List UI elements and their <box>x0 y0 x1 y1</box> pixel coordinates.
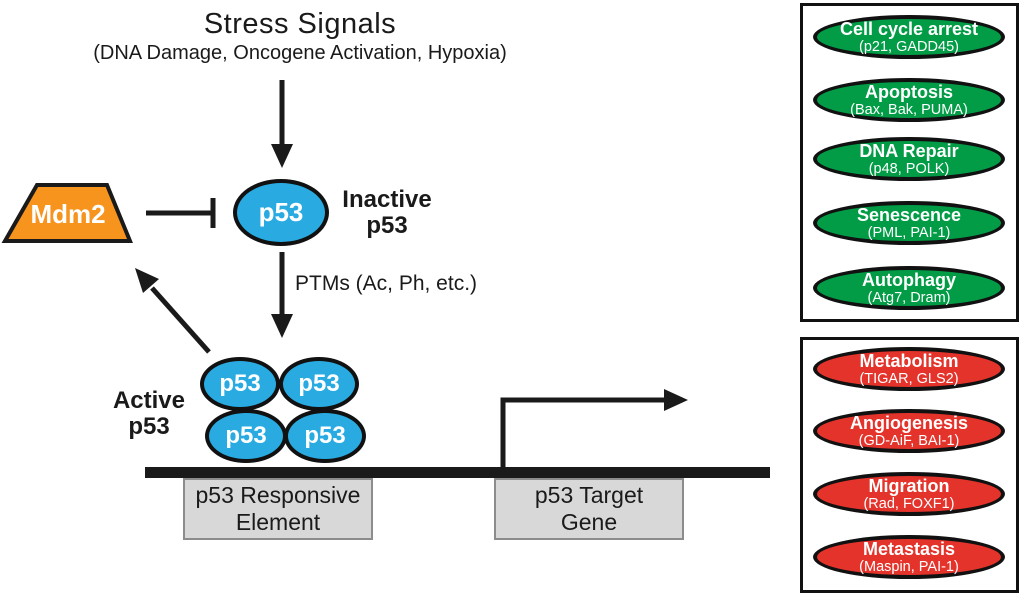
outcome-title: DNA Repair <box>859 140 959 161</box>
active-p53-caption: Active p53 <box>103 388 195 440</box>
outcome-genes: (Bax, Bak, PUMA) <box>850 101 968 118</box>
active-p53-oval-2: p53 <box>279 357 359 411</box>
outcome-title: Autophagy <box>862 269 956 290</box>
outcome-senescence: Senescence (PML, PAI-1) <box>813 201 1005 245</box>
stress-signals-title: Stress Signals <box>203 8 397 40</box>
outcome-title: Metabolism <box>859 350 959 371</box>
outcome-genes: (TIGAR, GLS2) <box>859 370 959 387</box>
active-p53-text-2: p53 <box>298 370 340 397</box>
transcription-arrow <box>500 397 666 468</box>
outcome-genes: (p48, POLK) <box>868 160 950 177</box>
active-p53-text-3: p53 <box>225 422 267 449</box>
outcome-title: Angiogenesis <box>849 412 969 433</box>
stress-to-p53-arrowhead <box>271 144 293 168</box>
outcome-genes: (PML, PAI-1) <box>867 224 951 241</box>
mdm2-label: Mdm2 <box>30 199 106 229</box>
inactive-p53-caption: Inactive p53 <box>338 187 436 239</box>
outcome-genes: (GD-AiF, BAI-1) <box>858 432 960 449</box>
dna-line <box>145 467 770 478</box>
mdm2-trapezoid <box>1 183 133 243</box>
active-p53-text-4: p53 <box>304 422 346 449</box>
outcome-genes: (Maspin, PAI-1) <box>859 558 959 575</box>
inactive-p53-text: p53 <box>258 197 304 227</box>
target-gene-line2: Gene <box>560 509 618 535</box>
inactive-p53-oval: p53 <box>233 179 329 246</box>
outcome-title: Metastasis <box>862 538 956 559</box>
activated-outcomes-panel: Cell cycle arrest (p21, GADD45) Apoptosi… <box>800 3 1019 322</box>
outcome-genes: (Atg7, Dram) <box>867 289 951 306</box>
responsive-element-line2: Element <box>235 509 321 535</box>
inactive-caption-line2: p53 <box>366 212 408 239</box>
outcome-angiogenesis: Angiogenesis (GD-AiF, BAI-1) <box>813 409 1005 453</box>
outcome-cell-cycle-arrest: Cell cycle arrest (p21, GADD45) <box>813 15 1005 59</box>
outcome-genes: (Rad, FOXF1) <box>863 495 955 512</box>
transcription-arrowhead <box>664 389 688 411</box>
outcome-title: Apoptosis <box>865 81 953 102</box>
feedback-arrow <box>150 286 211 354</box>
responsive-element-box: p53 Responsive Element <box>183 478 373 540</box>
outcome-title: Cell cycle arrest <box>839 18 979 39</box>
outcome-metastasis: Metastasis (Maspin, PAI-1) <box>813 535 1005 579</box>
feedback-arrowhead <box>135 268 159 293</box>
inactive-caption-line1: Inactive <box>342 186 432 213</box>
ptm-label: PTMs (Ac, Ph, etc.) <box>295 272 478 295</box>
outcome-dna-repair: DNA Repair (p48, POLK) <box>813 137 1005 181</box>
outcome-autophagy: Autophagy (Atg7, Dram) <box>813 266 1005 310</box>
responsive-element-line1: p53 Responsive <box>195 482 361 508</box>
outcome-apoptosis: Apoptosis (Bax, Bak, PUMA) <box>813 78 1005 122</box>
outcome-title: Senescence <box>856 204 962 225</box>
ptm-arrowhead <box>271 314 293 338</box>
active-caption-line2: p53 <box>128 413 170 440</box>
outcome-title: Migration <box>868 475 950 496</box>
active-p53-oval-1: p53 <box>200 357 280 411</box>
outcome-genes: (p21, GADD45) <box>859 38 959 55</box>
target-gene-line1: p53 Target <box>534 482 644 508</box>
active-p53-oval-4: p53 <box>284 409 366 463</box>
stress-signals-subtitle: (DNA Damage, Oncogene Activation, Hypoxi… <box>93 42 507 64</box>
repressed-outcomes-panel: Metabolism (TIGAR, GLS2) Angiogenesis (G… <box>800 337 1019 593</box>
active-caption-line1: Active <box>112 387 186 414</box>
outcome-metabolism: Metabolism (TIGAR, GLS2) <box>813 347 1005 391</box>
active-p53-oval-3: p53 <box>205 409 287 463</box>
target-gene-box: p53 Target Gene <box>494 478 684 540</box>
active-p53-text-1: p53 <box>219 370 261 397</box>
outcome-migration: Migration (Rad, FOXF1) <box>813 472 1005 516</box>
